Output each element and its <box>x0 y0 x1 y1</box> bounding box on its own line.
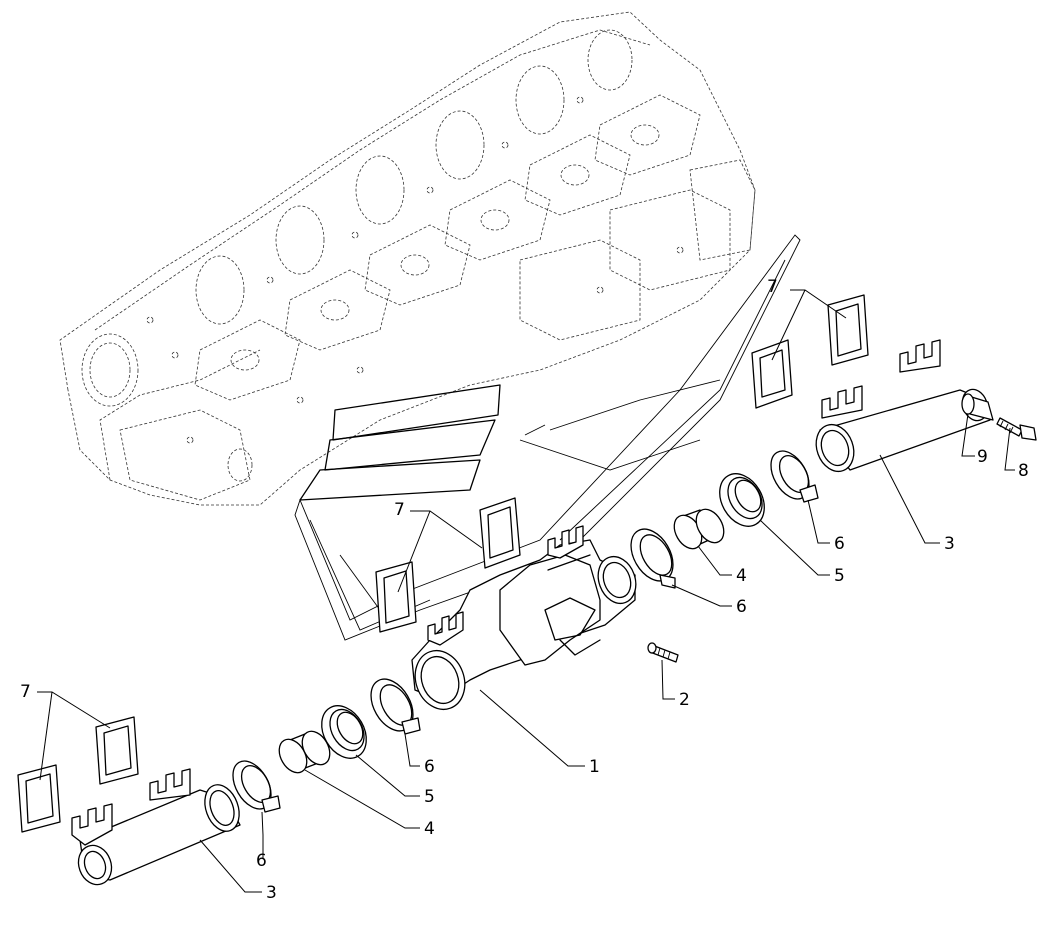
engine-head-outline <box>59 11 756 506</box>
gasket-7-right-lower <box>751 339 793 409</box>
callout-7-left: 7 <box>20 682 31 702</box>
callout-6-left-mid: 6 <box>424 757 435 777</box>
bolt-8 <box>996 417 1037 441</box>
bellows-5-right <box>719 473 765 527</box>
callout-7-center: 7 <box>394 500 405 520</box>
callout-5-left: 5 <box>424 787 435 807</box>
callout-8: 8 <box>1018 461 1029 481</box>
gasket-7-bottom-left-a <box>17 764 61 833</box>
callout-3-left: 3 <box>266 883 277 903</box>
callout-9: 9 <box>977 447 988 467</box>
pipe-3-left <box>71 768 241 886</box>
callout-1: 1 <box>589 757 600 777</box>
callout-6-right: 6 <box>834 534 845 554</box>
spacer-9 <box>961 393 994 421</box>
callout-6-center: 6 <box>736 597 747 617</box>
callout-5-right: 5 <box>834 566 845 586</box>
gasket-7-bottom-left-b <box>95 716 139 785</box>
clamp-6-left-bottom <box>232 760 281 813</box>
gasket-7-center <box>479 497 521 569</box>
sleeve-4-left <box>278 730 331 774</box>
callout-labels: 7 7 7 9 8 3 6 5 4 6 2 1 6 5 4 6 3 <box>20 277 1029 903</box>
clamp-6-left-mid <box>370 678 421 735</box>
pipe-3-right <box>815 339 991 473</box>
callout-6-left-bottom: 6 <box>256 851 267 871</box>
callout-7-right: 7 <box>767 277 778 297</box>
clamp-6-right <box>770 450 819 503</box>
gasket-7-right-upper <box>827 294 869 366</box>
callout-4-right: 4 <box>736 566 747 586</box>
clamp-6-center <box>630 528 676 589</box>
manifold-center-section <box>411 525 637 711</box>
callout-2: 2 <box>679 690 690 710</box>
sleeve-4-right <box>673 508 725 550</box>
gasket-alignment-lines <box>294 234 801 641</box>
leader-lines <box>37 289 1015 893</box>
gasket-7-left-upper <box>375 561 417 633</box>
callout-3-right: 3 <box>944 534 955 554</box>
stud-2 <box>647 642 679 663</box>
callout-4-left: 4 <box>424 819 435 839</box>
